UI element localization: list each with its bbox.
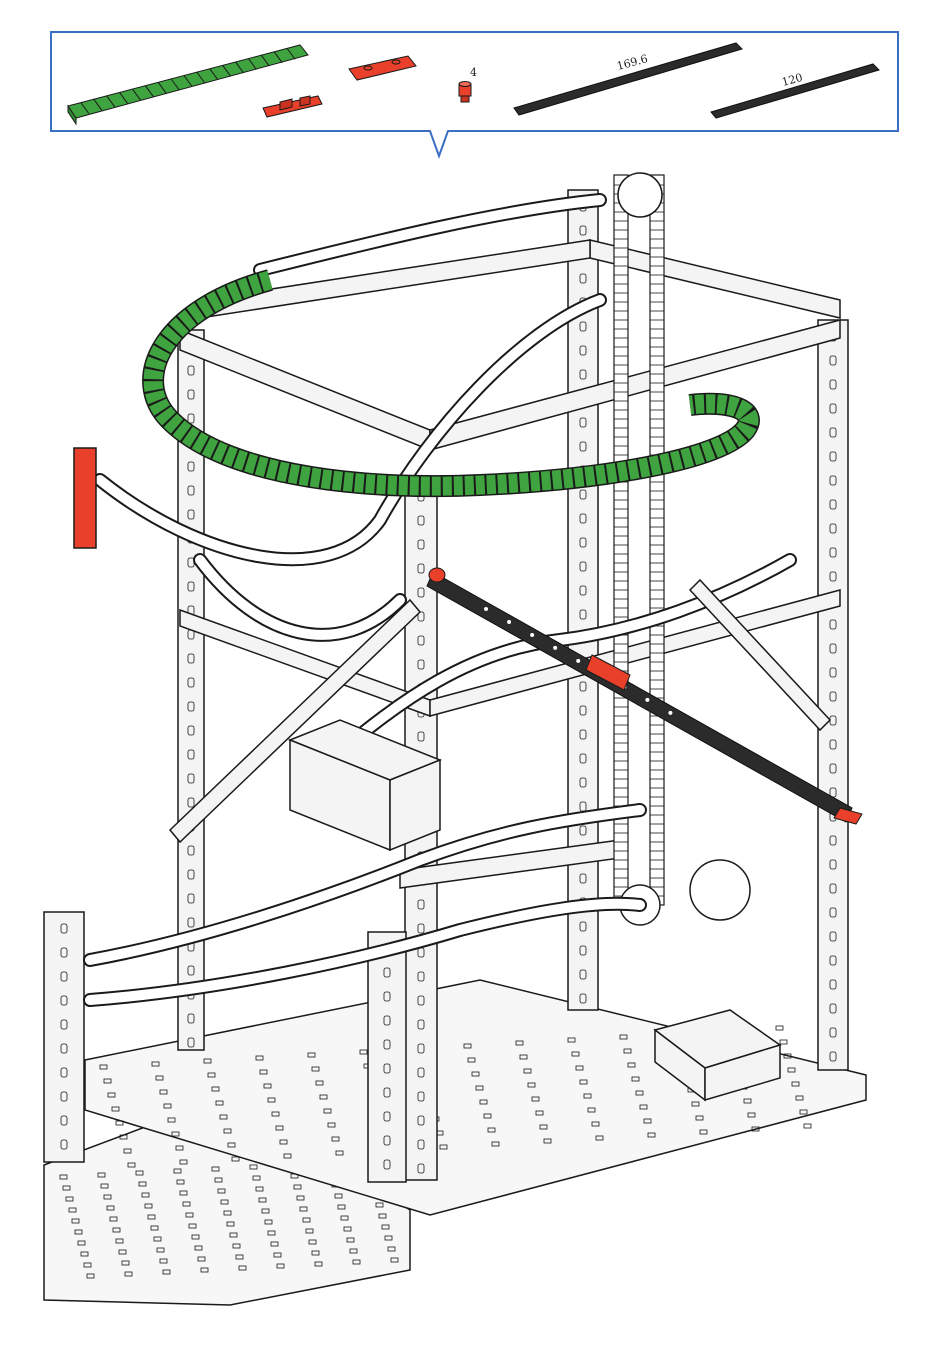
beam-top-left <box>180 330 430 450</box>
top-sprocket <box>618 173 662 217</box>
parts-callout: 4 169.6 120 <box>0 0 950 160</box>
column-front-base <box>368 932 406 1182</box>
assembly-illustration <box>0 150 950 1348</box>
column-right <box>818 320 848 1070</box>
red-end-cap-top <box>429 568 445 582</box>
column-far-left <box>44 912 84 1162</box>
drive-gear <box>690 860 750 920</box>
peg-label: 4 <box>470 66 477 79</box>
red-side-plate <box>74 448 96 548</box>
beam-top-front <box>430 320 840 450</box>
